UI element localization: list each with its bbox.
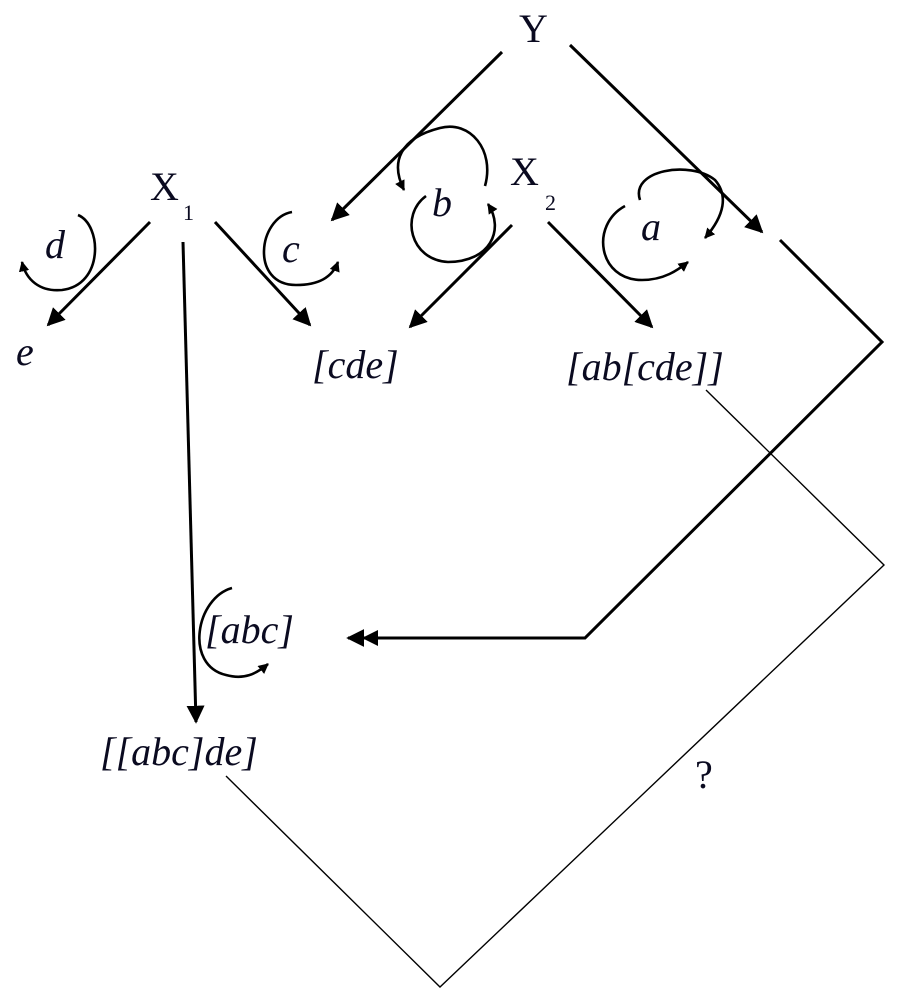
loop-a-bottom [601,204,689,282]
node-abc: [abc] [205,607,294,652]
arrow-x1-to-e [46,220,152,327]
loop-label-c: c [282,226,300,271]
loop-d [18,213,97,292]
node-abc-de: [[abc]de] [100,729,258,774]
node-x1: X 1 [150,164,194,225]
svg-text:X: X [510,149,539,194]
arrow-x1-to-cde [213,220,312,327]
node-x2: X 2 [510,149,556,215]
loop-label-a: a [641,204,661,249]
node-ab-cde: [ab[cde]] [566,344,724,389]
arrow-y-to-right [568,43,764,234]
double-arrowhead [362,630,378,646]
question-mark: ? [695,752,713,797]
loop-label-d: d [45,222,66,267]
loop-label-b: b [432,180,452,225]
node-y: Y [519,6,548,51]
thin-line-ab-cde [225,389,886,988]
loop-c [262,210,340,287]
node-e: e [16,329,34,374]
svg-text:1: 1 [183,200,194,225]
svg-text:2: 2 [545,190,556,215]
arrow-return-to-abc [346,238,885,647]
arrow-x2-to-ab-cde [546,220,654,329]
loop-b-top [395,125,489,191]
loop-a-top [637,168,725,239]
loop-abc [198,586,269,679]
arrow-x1-down [181,241,205,724]
svg-text:X: X [150,164,179,209]
node-cde: [cde] [312,342,399,387]
arrow-x2-to-cde [408,223,514,329]
loop-b-bottom [410,194,498,264]
